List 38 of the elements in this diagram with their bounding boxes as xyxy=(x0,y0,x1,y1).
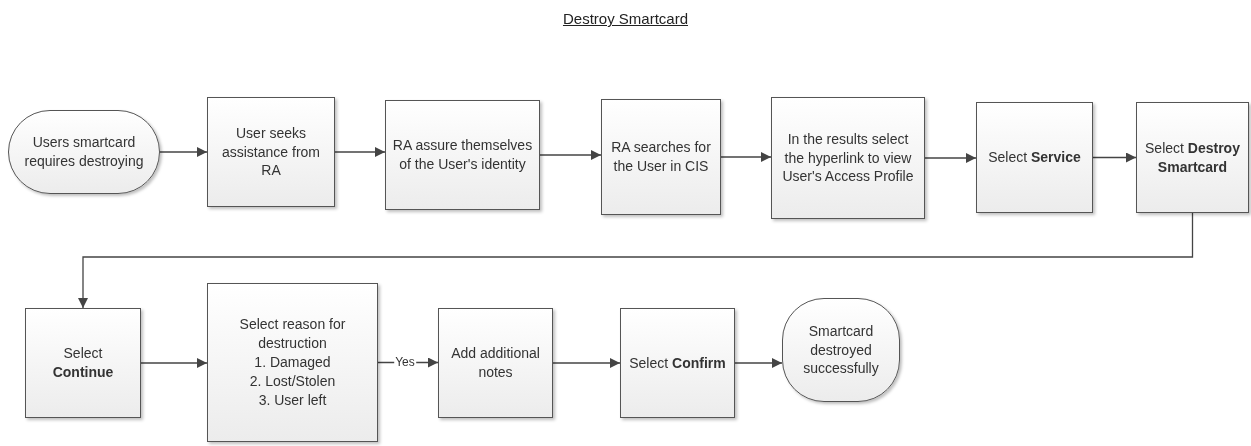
terminal-shape xyxy=(8,110,160,194)
node-text: RA searches for the User in CIS xyxy=(610,138,712,176)
arrow xyxy=(78,212,1194,309)
node-text: RA assure themselves of the User's identity xyxy=(392,136,533,174)
node-text: Select Destroy Smartcard xyxy=(1144,138,1241,177)
node-text: Add additional notes xyxy=(450,344,541,382)
node-text: User seeks assistance from RA xyxy=(220,123,321,181)
node-text: Select reason for destruction xyxy=(238,315,347,354)
node-text: Users smartcard requires destroying xyxy=(23,133,145,171)
arrow xyxy=(159,147,208,157)
node-text: Select Service xyxy=(988,148,1081,167)
process-box xyxy=(25,308,141,418)
process-box xyxy=(601,99,721,215)
process-box xyxy=(207,283,378,442)
arrow xyxy=(720,152,772,162)
node-text: 1. Damaged xyxy=(254,353,331,372)
node-text: 3. User left xyxy=(258,390,327,410)
process-box xyxy=(771,97,925,219)
arrow xyxy=(1092,152,1137,163)
node-text: 2. Lost/Stolen xyxy=(249,371,336,391)
arrow xyxy=(734,358,783,368)
process-box xyxy=(1136,102,1249,213)
terminal-shape xyxy=(782,298,900,402)
arrow xyxy=(539,150,602,160)
process-box xyxy=(620,308,735,418)
node-text: Select Confirm xyxy=(629,353,726,373)
arrow xyxy=(552,358,621,368)
node-text: Smartcard destroyed successfully xyxy=(802,321,880,379)
diagram-title: Destroy Smartcard xyxy=(562,10,688,27)
process-box xyxy=(207,97,335,207)
node-text: Select Continue xyxy=(51,344,115,382)
arrow xyxy=(140,358,208,368)
arrow xyxy=(334,147,386,157)
process-box xyxy=(976,102,1093,213)
arrow xyxy=(924,153,977,163)
node-text: In the results select the hyperlink to view User's Access Profile xyxy=(781,129,915,187)
process-box xyxy=(385,100,540,210)
process-box xyxy=(438,308,553,418)
